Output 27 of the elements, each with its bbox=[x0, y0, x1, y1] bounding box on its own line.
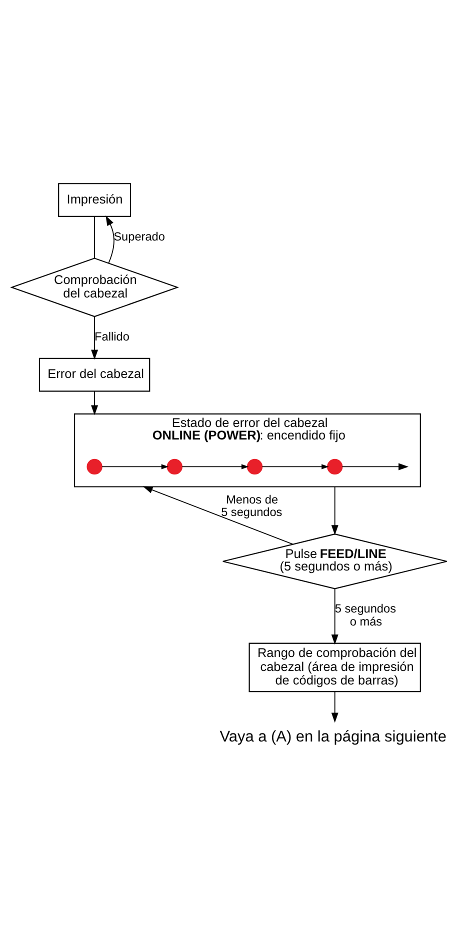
arrow bbox=[91, 390, 98, 416]
cluster: Estado de error del cabezal ONLINE (POWER): encendido fijo bbox=[74, 413, 421, 488]
node-text: Vaya a (A) en la página siguiente bbox=[220, 728, 446, 746]
arrow bbox=[142, 486, 294, 545]
arrow bbox=[91, 316, 98, 360]
edge-label: 5 segundos o más bbox=[334, 602, 396, 628]
arrow bbox=[331, 691, 338, 723]
arrow bbox=[102, 464, 169, 470]
node-circle bbox=[327, 458, 343, 475]
arrow bbox=[331, 486, 338, 536]
node-circle bbox=[86, 458, 102, 475]
edge-label: Fallido bbox=[94, 330, 130, 344]
edge-label: Superado bbox=[114, 229, 165, 244]
node-circle bbox=[166, 458, 182, 475]
arrow bbox=[106, 216, 114, 264]
arrow bbox=[262, 464, 329, 470]
edge-label: Menos de 5 segundos bbox=[221, 492, 282, 520]
connector bbox=[94, 216, 95, 259]
node-diamond: Pulse FEED/LINE (5 segundos o más) bbox=[222, 534, 448, 590]
node-box: Impresión bbox=[58, 183, 132, 217]
arrow bbox=[182, 464, 249, 470]
node-diamond: Comprobación del cabezal bbox=[10, 258, 180, 318]
node-circle bbox=[246, 458, 263, 475]
arrow bbox=[342, 463, 409, 470]
node-box: Error del cabezal bbox=[38, 358, 150, 392]
arrow bbox=[331, 588, 338, 645]
node-box: Rango de comprobación del cabezal (área de impresión de códigos de barras) bbox=[248, 642, 421, 692]
